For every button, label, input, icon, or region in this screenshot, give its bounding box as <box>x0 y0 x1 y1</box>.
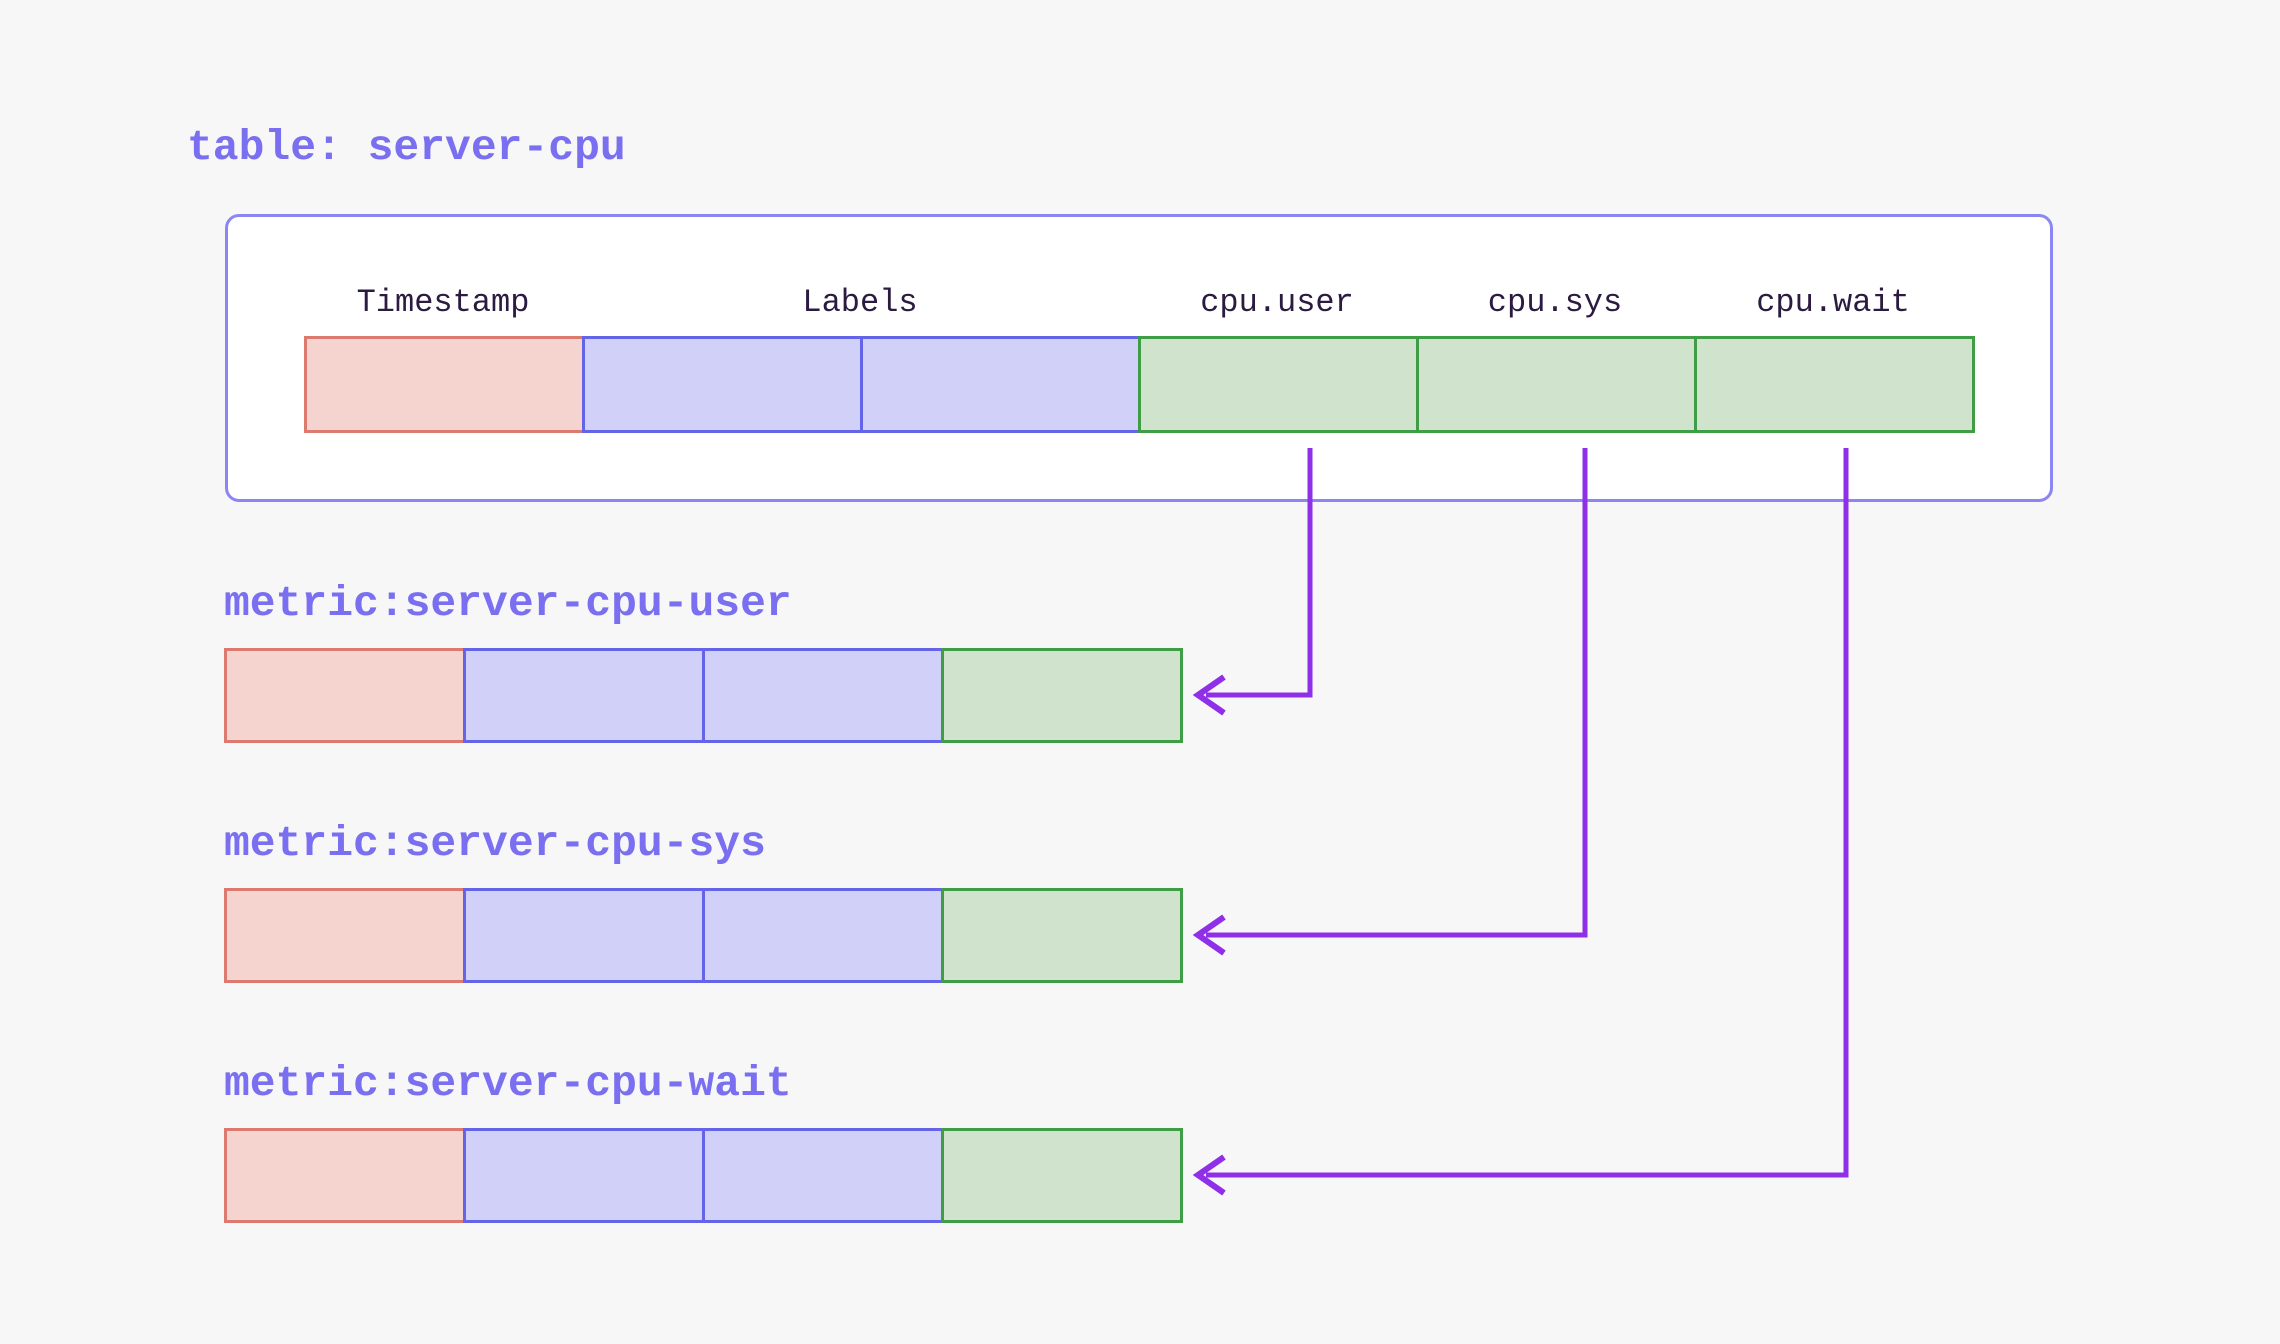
label-cell-1 <box>463 648 705 743</box>
timestamp-cell <box>224 888 466 983</box>
column-header-cpu-wait: cpu.wait <box>1756 284 1910 321</box>
column-header-cpu-sys: cpu.sys <box>1487 284 1623 321</box>
timestamp-cell <box>224 648 466 743</box>
arrowhead-cpu-sys-icon <box>1192 914 1226 956</box>
label-cell-1 <box>463 888 705 983</box>
table-row <box>304 336 1975 433</box>
value-cell <box>941 1128 1183 1223</box>
metric-title-cpu-user: metric:server-cpu-user <box>224 579 792 628</box>
value-cell <box>941 888 1183 983</box>
column-header-cpu-user: cpu.user <box>1200 284 1354 321</box>
cpu-user-cell <box>1138 336 1419 433</box>
metric-title-cpu-sys: metric:server-cpu-sys <box>224 819 766 868</box>
label-cell-2 <box>702 888 944 983</box>
timestamp-cell <box>224 1128 466 1223</box>
label-cell-2 <box>702 648 944 743</box>
labels-cell-1 <box>582 336 863 433</box>
column-header-labels: Labels <box>802 284 918 321</box>
connector-cpu-wait <box>1206 448 1849 1178</box>
column-header-timestamp: Timestamp <box>356 284 530 321</box>
cpu-wait-cell <box>1694 336 1975 433</box>
metric-title-cpu-wait: metric:server-cpu-wait <box>224 1059 792 1108</box>
label-cell-1 <box>463 1128 705 1223</box>
arrowhead-cpu-wait-icon <box>1192 1154 1226 1196</box>
cpu-sys-cell <box>1416 336 1697 433</box>
timestamp-cell <box>304 336 585 433</box>
metric-row-cpu-wait <box>224 1128 1183 1223</box>
label-cell-2 <box>702 1128 944 1223</box>
arrowhead-cpu-user-icon <box>1192 674 1226 716</box>
metric-row-cpu-sys <box>224 888 1183 983</box>
value-cell <box>941 648 1183 743</box>
labels-cell-2 <box>860 336 1141 433</box>
table-title: table: server-cpu <box>187 123 626 172</box>
connector-cpu-sys <box>1206 448 1588 938</box>
metric-row-cpu-user <box>224 648 1183 743</box>
